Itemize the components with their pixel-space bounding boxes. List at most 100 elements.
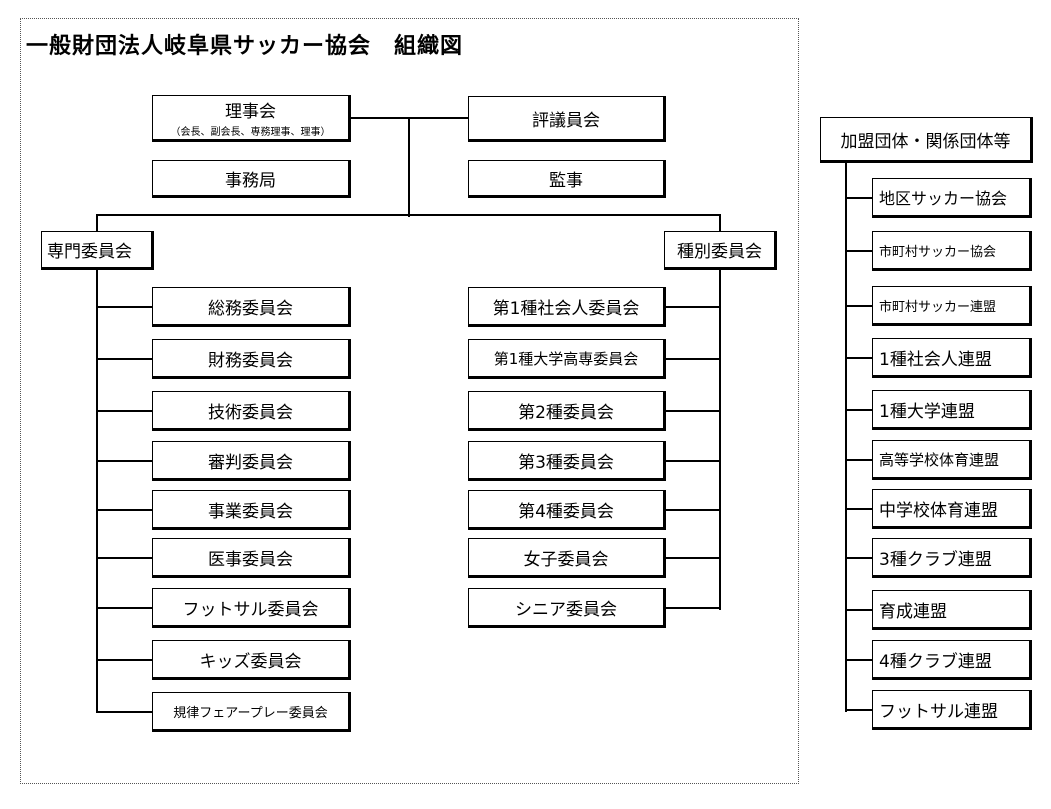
- connector-branch-bar: [96, 214, 721, 216]
- category-committee-box-5: 第4種委員会: [468, 490, 666, 530]
- affiliate-box-4: 1種社会人連盟: [872, 338, 1032, 378]
- auditor-label: 監事: [549, 170, 583, 191]
- affiliate-connector-5: [845, 409, 873, 411]
- specialist-committee-label: 総務委員会: [208, 298, 293, 319]
- affiliate-connector-1: [845, 197, 873, 199]
- category-committee-connector-3: [665, 410, 721, 412]
- affiliate-connector-10: [845, 659, 873, 661]
- connector-to-specialist: [96, 214, 98, 232]
- auditor-box: 監事: [468, 160, 666, 198]
- specialist-committee-label: キッズ委員会: [199, 651, 302, 672]
- affiliate-box-10: 4種クラブ連盟: [872, 640, 1032, 680]
- specialist-committee-connector-2: [96, 358, 153, 360]
- specialist-committee-connector-1: [96, 306, 153, 308]
- category-head-label: 種別委員会: [677, 242, 762, 262]
- affiliate-label: 市町村サッカー連盟: [879, 299, 997, 315]
- specialist-spine: [96, 270, 98, 712]
- affiliate-label: 地区サッカー協会: [879, 189, 1008, 208]
- specialist-committee-connector-7: [96, 607, 153, 609]
- category-committee-label: シニア委員会: [515, 599, 617, 620]
- category-committee-label: 第4種委員会: [518, 501, 614, 522]
- specialist-committee-connector-5: [96, 509, 153, 511]
- affiliates-head: 加盟団体・関係団体等: [820, 117, 1033, 163]
- specialist-committee-box-5: 事業委員会: [152, 490, 351, 530]
- affiliate-box-7: 中学校体育連盟: [872, 489, 1032, 529]
- category-committee-label: 女子委員会: [523, 549, 609, 570]
- affiliate-label: 高等学校体育連盟: [879, 450, 1000, 469]
- specialist-committees-head: 専門委員会: [41, 231, 154, 270]
- specialist-committee-label: フットサル委員会: [182, 599, 319, 620]
- affiliate-connector-6: [845, 459, 873, 461]
- specialist-committee-box-4: 審判委員会: [152, 441, 351, 481]
- specialist-committee-box-6: 医事委員会: [152, 538, 351, 578]
- specialist-committee-box-2: 財務委員会: [152, 339, 351, 379]
- specialist-committee-connector-3: [96, 410, 153, 412]
- category-committee-label: 第2種委員会: [518, 402, 614, 423]
- specialist-head-label: 専門委員会: [47, 242, 132, 262]
- category-committee-label: 第3種委員会: [518, 452, 614, 473]
- affiliate-box-3: 市町村サッカー連盟: [872, 286, 1032, 326]
- affiliates-spine: [845, 163, 847, 712]
- specialist-committee-connector-4: [96, 460, 153, 462]
- affiliate-box-1: 地区サッカー協会: [872, 178, 1032, 218]
- category-committee-label: 第1種大学高専委員会: [493, 349, 639, 368]
- specialist-committee-label: 事業委員会: [208, 501, 293, 522]
- affiliate-connector-2: [845, 250, 873, 252]
- board-members: （会長、副会長、専務理事、理事）: [170, 127, 331, 138]
- chart-frame: [20, 18, 799, 784]
- affiliate-box-2: 市町村サッカー協会: [872, 231, 1032, 271]
- specialist-committee-label: 技術委員会: [208, 402, 293, 423]
- secretariat-box: 事務局: [152, 160, 351, 198]
- specialist-committee-box-8: キッズ委員会: [152, 640, 351, 680]
- specialist-committee-label: 規律フェアープレー委員会: [173, 705, 328, 721]
- board-label: 理事会: [225, 102, 276, 122]
- connector-to-category: [719, 214, 721, 232]
- specialist-committee-box-3: 技術委員会: [152, 391, 351, 431]
- affiliate-label: 1種社会人連盟: [879, 349, 992, 370]
- council-box: 評議員会: [468, 96, 666, 142]
- specialist-committee-connector-8: [96, 659, 153, 661]
- category-committee-connector-4: [665, 460, 721, 462]
- affiliate-label: 中学校体育連盟: [879, 500, 998, 521]
- affiliate-box-9: 育成連盟: [872, 590, 1032, 630]
- affiliate-box-8: 3種クラブ連盟: [872, 538, 1032, 578]
- affiliate-label: 3種クラブ連盟: [879, 549, 992, 570]
- category-spine: [719, 270, 721, 610]
- specialist-committee-connector-6: [96, 557, 153, 559]
- specialist-committee-box-7: フットサル委員会: [152, 588, 351, 628]
- specialist-committee-box-9: 規律フェアープレー委員会: [152, 692, 351, 732]
- board-box: 理事会 （会長、副会長、専務理事、理事）: [152, 95, 351, 142]
- affiliate-connector-4: [845, 357, 873, 359]
- affiliate-label: 1種大学連盟: [879, 401, 975, 422]
- category-committee-box-1: 第1種社会人委員会: [468, 287, 666, 327]
- affiliate-connector-7: [845, 508, 873, 510]
- category-committees-head: 種別委員会: [664, 231, 777, 270]
- category-committee-box-3: 第2種委員会: [468, 391, 666, 431]
- specialist-committee-label: 財務委員会: [208, 350, 293, 371]
- category-committee-connector-2: [665, 358, 721, 360]
- specialist-committee-box-1: 総務委員会: [152, 287, 351, 327]
- affiliate-label: 育成連盟: [879, 601, 947, 622]
- affiliate-label: フットサル連盟: [879, 701, 998, 722]
- affiliate-box-5: 1種大学連盟: [872, 390, 1032, 430]
- category-committee-connector-6: [665, 557, 721, 559]
- category-committee-box-2: 第1種大学高専委員会: [468, 339, 666, 379]
- affiliate-box-6: 高等学校体育連盟: [872, 440, 1032, 480]
- affiliate-connector-11: [845, 709, 873, 711]
- chart-title: 一般財団法人岐阜県サッカー協会 組織図: [26, 34, 464, 59]
- category-committee-box-7: シニア委員会: [468, 588, 666, 628]
- specialist-committee-label: 医事委員会: [208, 549, 293, 570]
- affiliate-connector-8: [845, 557, 873, 559]
- specialist-committee-connector-9: [96, 711, 153, 713]
- affiliate-label: 市町村サッカー協会: [879, 244, 997, 260]
- category-committee-label: 第1種社会人委員会: [492, 298, 640, 319]
- affiliate-box-11: フットサル連盟: [872, 690, 1032, 730]
- affiliate-connector-9: [845, 609, 873, 611]
- category-committee-box-4: 第3種委員会: [468, 441, 666, 481]
- category-committee-box-6: 女子委員会: [468, 538, 666, 578]
- category-committee-connector-5: [665, 509, 721, 511]
- category-committee-connector-1: [665, 306, 721, 308]
- council-label: 評議員会: [532, 110, 600, 131]
- affiliate-connector-3: [845, 305, 873, 307]
- affiliates-head-label: 加盟団体・関係団体等: [840, 131, 1011, 152]
